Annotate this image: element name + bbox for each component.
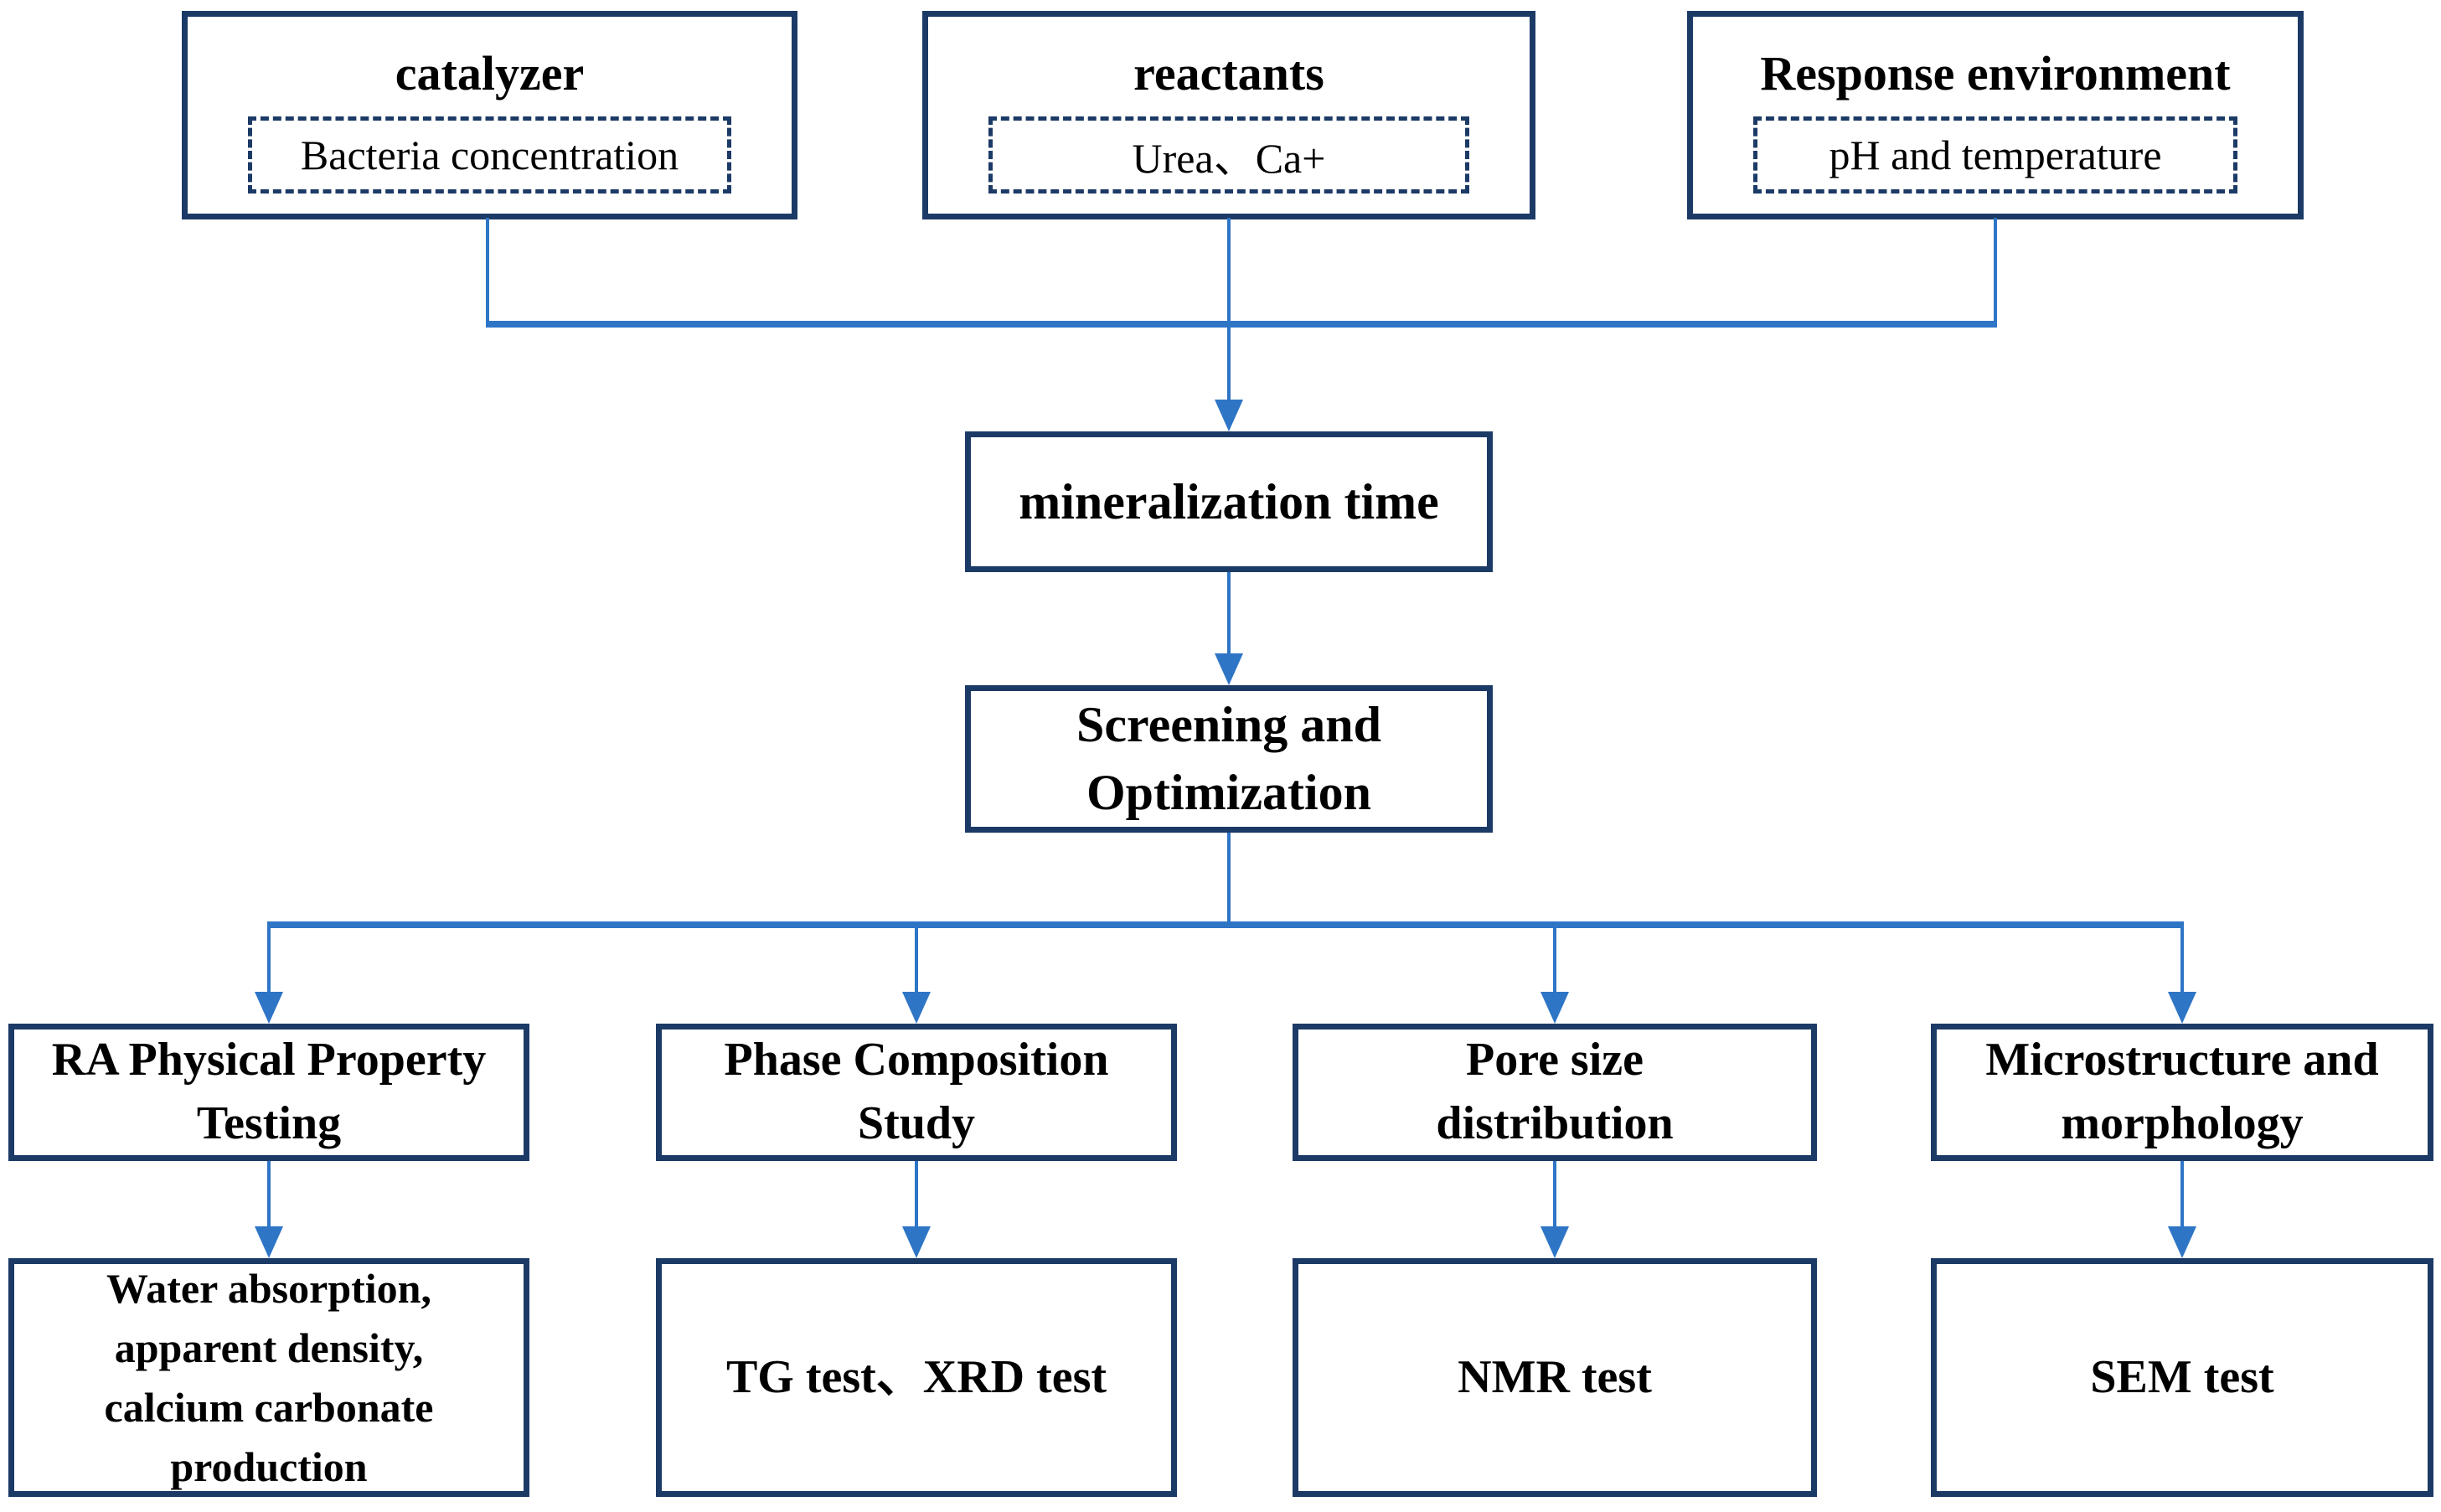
connector-bottom-horizontal xyxy=(267,921,2184,928)
mineralization-time-box: mineralization time xyxy=(965,431,1493,572)
catalyzer-box: catalyzer Bacteria concentration xyxy=(182,11,797,219)
response-environment-detail: pH and temperature xyxy=(1829,132,2162,178)
water-absorption-text: Water absorption, apparent density, calc… xyxy=(104,1264,434,1490)
sem-box: SEM test xyxy=(1931,1258,2433,1497)
screening-optimization-box: Screening and Optimization xyxy=(965,685,1493,833)
arrowhead-to-sem xyxy=(2168,1226,2196,1258)
arrowhead-to-mineralization xyxy=(1215,400,1243,431)
catalyzer-title: catalyzer xyxy=(395,46,585,101)
pore-size-title: Pore size distribution xyxy=(1436,1034,1674,1149)
arrowhead-to-tg-xrd xyxy=(902,1226,931,1258)
arrowhead-to-ra-physical xyxy=(255,992,283,1024)
mineralization-time-title: mineralization time xyxy=(1019,473,1439,529)
connector-col2-down xyxy=(915,928,918,993)
nmr-text: NMR test xyxy=(1458,1351,1652,1404)
connector-top-horizontal xyxy=(486,321,1997,328)
sem-text: SEM test xyxy=(2090,1351,2274,1404)
connector-col1-down xyxy=(267,928,271,993)
water-absorption-box: Water absorption, apparent density, calc… xyxy=(8,1258,529,1497)
tg-xrd-box: TG test、XRD test xyxy=(656,1258,1177,1497)
arrowhead-to-water-absorption xyxy=(255,1226,283,1258)
arrowhead-to-microstructure xyxy=(2168,992,2196,1024)
reactants-detail: Urea、Ca+ xyxy=(1132,135,1326,182)
connector-micro-down xyxy=(2180,1161,2184,1228)
catalyzer-detail: Bacteria concentration xyxy=(300,132,679,178)
phase-composition-title: Phase Composition Study xyxy=(724,1034,1109,1149)
nmr-box: NMR test xyxy=(1293,1258,1817,1497)
response-environment-box: Response environment pH and temperature xyxy=(1687,11,2304,219)
connector-catalyzer-down xyxy=(486,218,489,324)
reactants-box: reactants Urea、Ca+ xyxy=(922,11,1535,219)
microstructure-title: Microstructure and morphology xyxy=(1985,1034,2379,1149)
connector-col3-down xyxy=(1553,928,1556,993)
arrowhead-to-screening xyxy=(1215,653,1243,685)
connector-mineralization-to-screening xyxy=(1227,572,1231,655)
arrowhead-to-pore-size xyxy=(1540,992,1569,1024)
connector-pore-down xyxy=(1553,1161,1556,1228)
catalyzer-dashed-box: Bacteria concentration xyxy=(248,116,731,194)
response-environment-dashed-box: pH and temperature xyxy=(1753,116,2237,194)
tg-xrd-text: TG test、XRD test xyxy=(725,1351,1107,1404)
reactants-dashed-box: Urea、Ca+ xyxy=(988,116,1469,194)
ra-physical-title: RA Physical Property Testing xyxy=(51,1034,487,1149)
arrowhead-to-phase-comp xyxy=(902,992,931,1024)
connector-ra-down xyxy=(267,1161,271,1228)
connector-response-down xyxy=(1994,218,1997,324)
phase-composition-box: Phase Composition Study xyxy=(656,1024,1177,1161)
ra-physical-box: RA Physical Property Testing xyxy=(8,1024,529,1161)
arrowhead-to-nmr xyxy=(1540,1226,1569,1258)
reactants-title: reactants xyxy=(1133,46,1324,101)
connector-phase-down xyxy=(915,1161,918,1228)
screening-optimization-title: Screening and Optimization xyxy=(1076,697,1381,820)
connector-screening-down xyxy=(1227,833,1231,925)
pore-size-box: Pore size distribution xyxy=(1293,1024,1817,1161)
microstructure-box: Microstructure and morphology xyxy=(1931,1024,2433,1161)
connector-center-down xyxy=(1227,218,1231,404)
response-environment-title: Response environment xyxy=(1760,46,2231,101)
connector-col4-down xyxy=(2180,928,2184,993)
